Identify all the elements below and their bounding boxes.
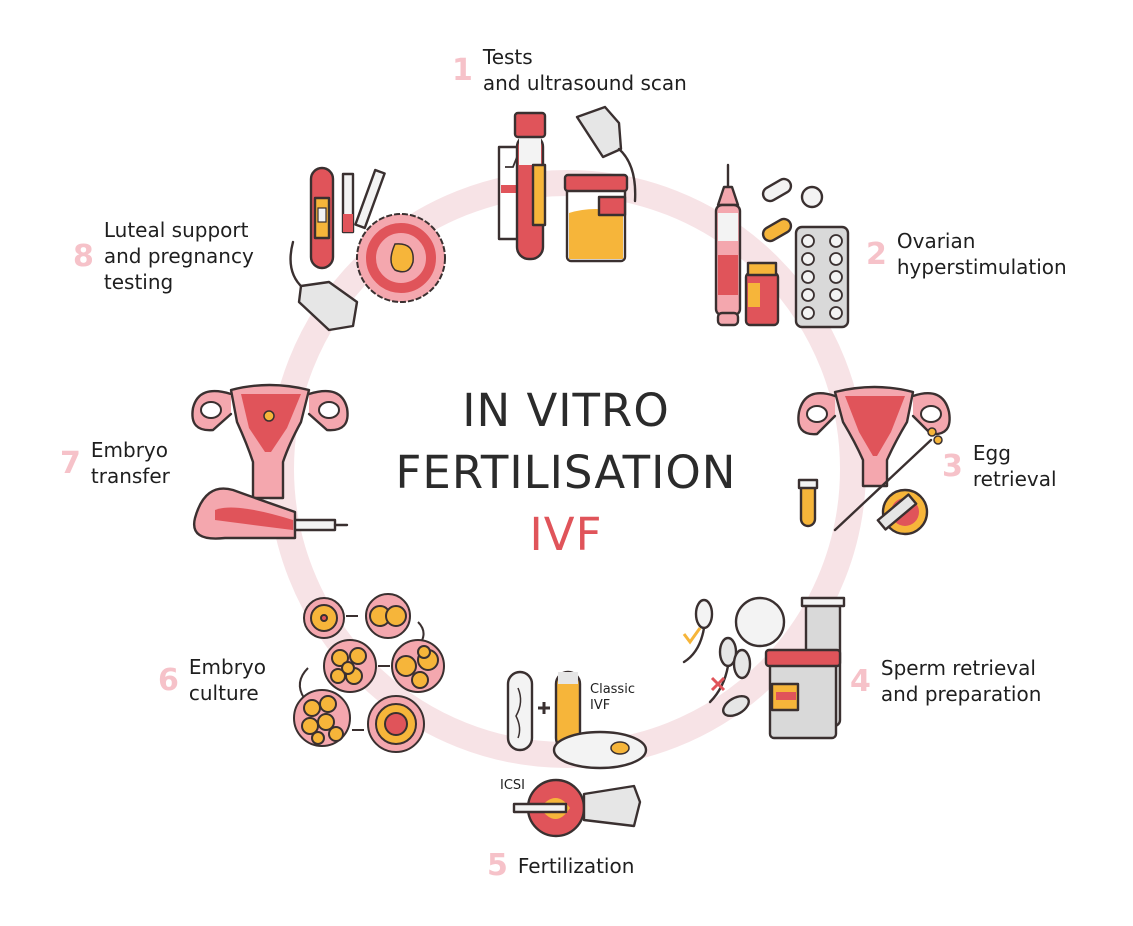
- step-label: Embryo transfer: [90, 438, 170, 488]
- step-label: Luteal support and pregnancy testing: [103, 218, 254, 294]
- step-1: 1 Tests and ultrasound scan: [452, 44, 687, 96]
- step-number: 2: [866, 236, 887, 272]
- pregnancy-test-icon: [285, 162, 446, 337]
- title-abbr: IVF: [529, 508, 603, 561]
- fertilization-icon: [500, 668, 650, 838]
- step-number: 7: [60, 445, 81, 481]
- step-4: 4 Sperm retrieval and preparation: [850, 655, 1041, 707]
- step-2: 2 Ovarian hyperstimulation: [866, 228, 1067, 280]
- step-number: 8: [73, 238, 94, 274]
- step-label: Tests and ultrasound scan: [482, 45, 687, 95]
- step-label: Egg retrieval: [972, 441, 1057, 491]
- step-number: 3: [942, 448, 963, 484]
- injection-pen-pills-icon: [710, 163, 860, 330]
- step-number: 5: [487, 848, 508, 883]
- step-label: Ovarian hyperstimulation: [896, 229, 1067, 279]
- icsi-label: ICSI: [500, 778, 525, 793]
- classic-ivf-label: Classic IVF: [590, 682, 635, 713]
- uterus-egg-retrieval-icon: [795, 382, 955, 542]
- title-line-2: FERTILISATION: [395, 446, 737, 499]
- title-line-1: IN VITRO: [462, 384, 670, 437]
- embryo-cells-icon: [292, 588, 452, 758]
- step-number: 6: [158, 662, 179, 698]
- step-3: 3 Egg retrieval: [942, 440, 1057, 492]
- step-number: 1: [452, 52, 473, 88]
- step-label: Embryo culture: [188, 655, 266, 705]
- step-label: Fertilization: [517, 853, 635, 878]
- step-8: 8 Luteal support and pregnancy testing: [73, 217, 254, 295]
- uterus-transfer-icon: [185, 378, 355, 548]
- sperm-sample-icon: [680, 592, 850, 742]
- step-7: 7 Embryo transfer: [60, 437, 170, 489]
- step-number: 4: [850, 663, 871, 699]
- page-title: IN VITRO FERTILISATION IVF: [370, 380, 762, 566]
- step-5: 5 Fertilization: [487, 848, 634, 883]
- test-tubes-ultrasound-icon: [495, 105, 655, 265]
- step-label: Sperm retrieval and preparation: [880, 656, 1042, 706]
- step-6: 6 Embryo culture: [158, 654, 266, 706]
